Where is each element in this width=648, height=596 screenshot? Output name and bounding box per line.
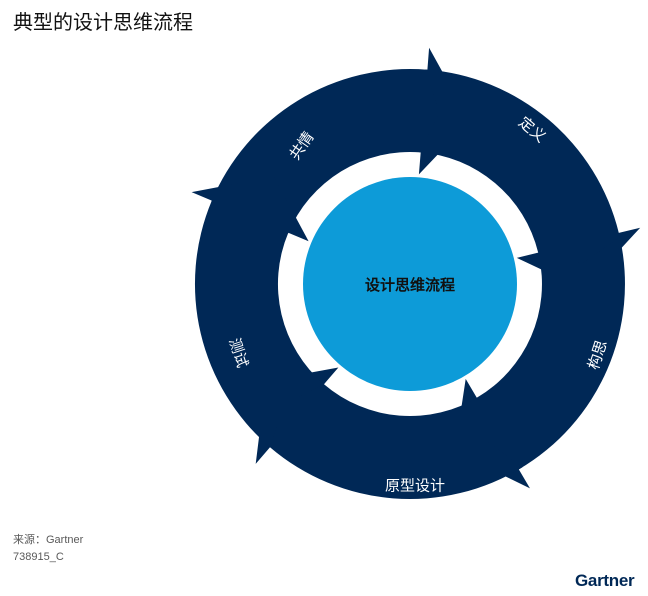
page-title: 典型的设计思维流程	[13, 10, 193, 34]
cycle-arrow-test	[191, 176, 324, 448]
cycle-arrow-define	[419, 69, 641, 290]
cycle-arrows	[191, 47, 641, 500]
cycle-arrow-prototype	[255, 367, 523, 500]
figure-code: 738915_C	[13, 551, 64, 563]
source-note: 来源：Gartner	[13, 534, 84, 546]
stage-label-prototype: 原型设计	[385, 477, 445, 495]
center-circle	[303, 177, 517, 391]
center-label: 设计思维流程	[365, 276, 455, 294]
gartner-logo: Gartner	[575, 571, 635, 590]
cycle-arrow-ideate	[454, 237, 625, 489]
